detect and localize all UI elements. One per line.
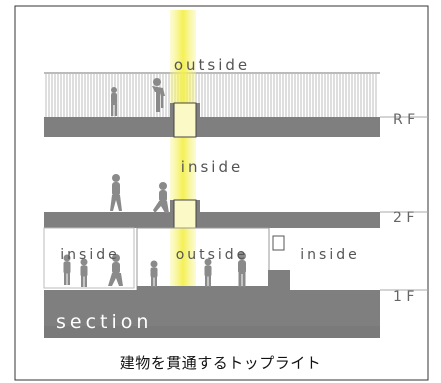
floor-2f-slab — [44, 200, 380, 228]
ground-base — [44, 326, 380, 338]
label-section: section — [56, 311, 152, 333]
light-beam — [170, 10, 196, 292]
center-court-floor — [137, 286, 269, 290]
roof-slab — [44, 103, 380, 137]
label-outside-top: outside — [174, 56, 250, 74]
label-floor-2f: 2 F — [393, 210, 414, 226]
person-2f-2 — [153, 182, 169, 213]
label-inside-mid: inside — [181, 158, 243, 176]
label-inside-left: inside — [60, 247, 119, 263]
label-floor-1f: 1 F — [393, 289, 414, 305]
people — [63, 78, 246, 287]
roof-skylight — [173, 102, 197, 138]
person-1f-3 — [108, 254, 123, 286]
left-room-frame — [43, 227, 135, 289]
right-step — [268, 270, 290, 292]
label-inside-right: inside — [300, 247, 359, 263]
person-roof-2 — [152, 78, 165, 112]
label-outside-center: outside — [176, 247, 249, 263]
person-1f-2 — [80, 258, 88, 287]
label-floor-rf: R F — [393, 112, 415, 128]
person-1f-6 — [238, 252, 246, 287]
roof-railing — [44, 72, 380, 117]
person-roof-1 — [111, 87, 117, 116]
person-1f-1 — [63, 254, 71, 285]
person-1f-4 — [150, 260, 158, 287]
diagram-caption: 建物を貫通するトップライト — [119, 354, 322, 372]
frame-border — [14, 5, 429, 381]
person-1f-5 — [204, 258, 212, 287]
floor-2f-skylight — [173, 199, 197, 229]
right-door — [272, 235, 285, 251]
person-2f-1 — [110, 174, 122, 211]
